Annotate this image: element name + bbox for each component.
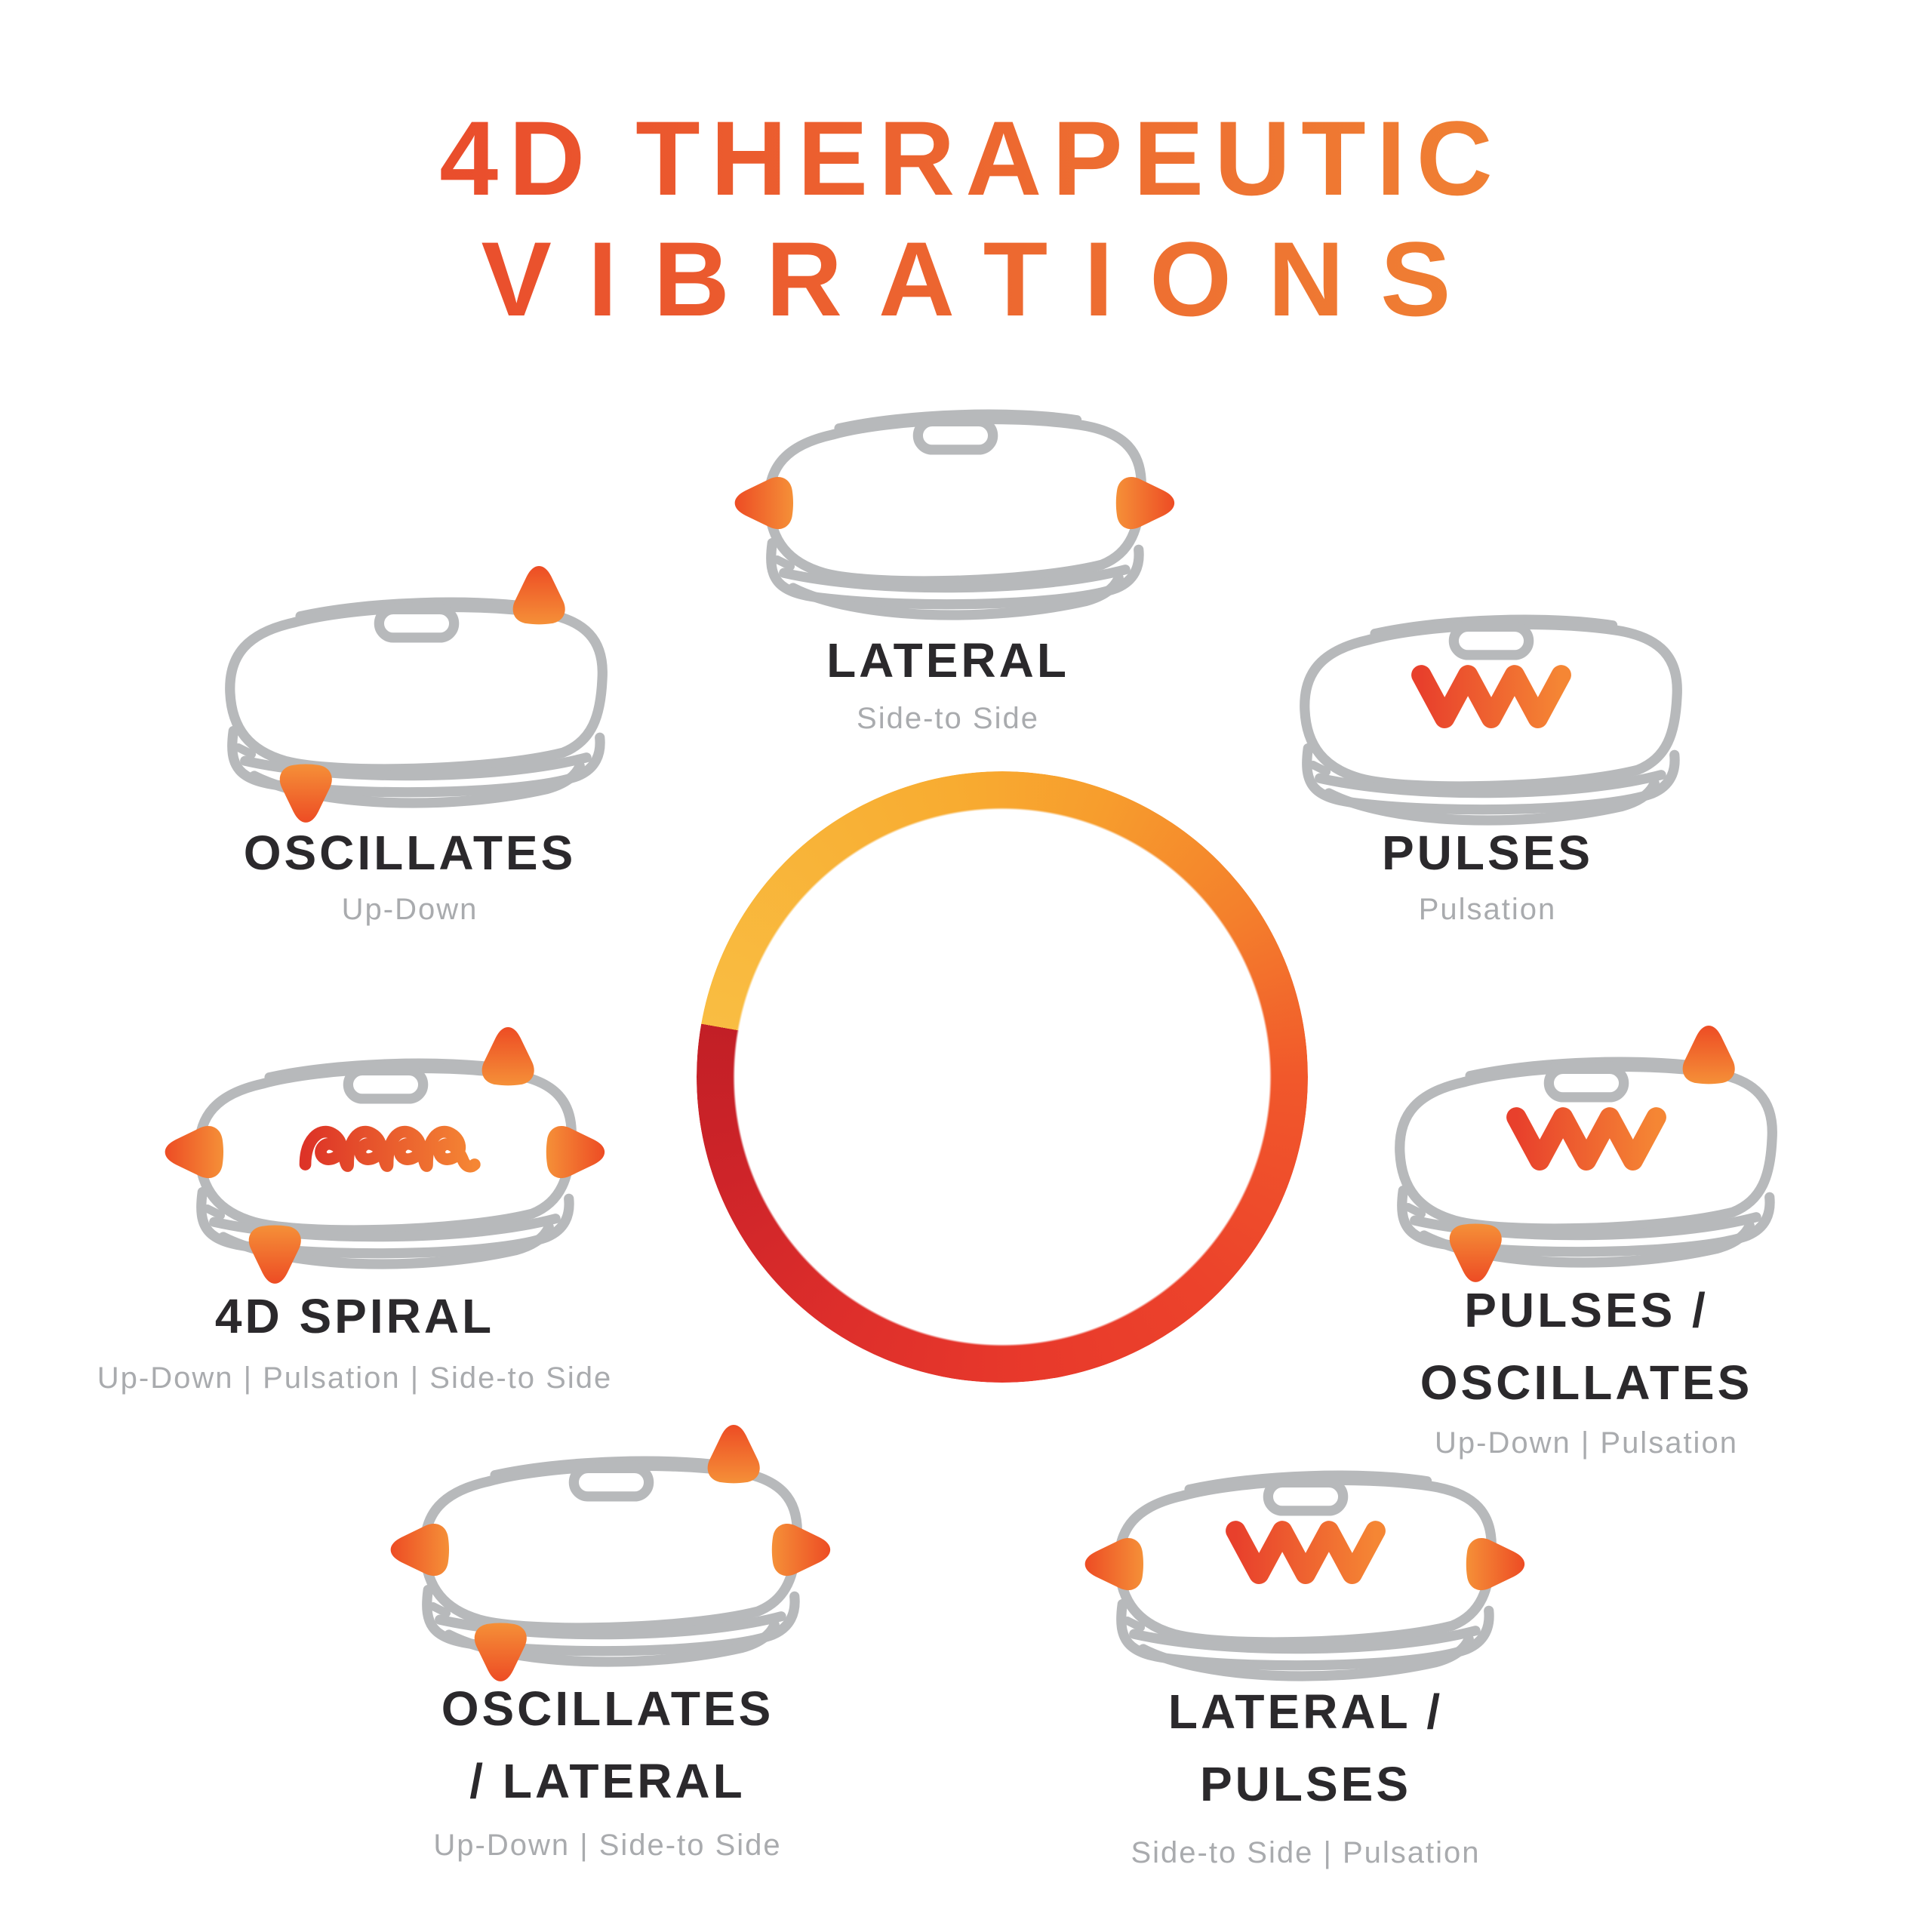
arrow-up-icon	[707, 1425, 760, 1484]
arrow-left-icon	[734, 476, 794, 530]
page-title-line2: VIBRATIONS	[0, 219, 1932, 340]
station-label-lateral: LATERAL	[826, 633, 1069, 688]
station-label-lateral-pulses: LATERAL / PULSES	[1168, 1684, 1444, 1811]
arrow-right-icon	[1115, 476, 1175, 530]
arrow-right-icon	[546, 1125, 605, 1179]
arrow-up-icon	[1682, 1026, 1735, 1084]
arrow-up-icon	[512, 566, 565, 625]
station-sublabel-oscillates: Up-Down	[341, 893, 478, 926]
station-sublabel-oscillates-lateral: Up-Down | Side-to Side	[433, 1829, 782, 1862]
station-label-oscillates: OSCILLATES	[243, 826, 577, 880]
station-sublabel-pulses: Pulsation	[1418, 893, 1557, 926]
arrow-right-icon	[771, 1523, 831, 1577]
arrow-left-icon	[165, 1125, 224, 1179]
arrow-left-icon	[1084, 1537, 1144, 1591]
station-sublabel-lateral: Side-to Side	[857, 702, 1039, 735]
station-label-pulses: PULSES	[1381, 826, 1594, 880]
arrow-down-icon	[248, 1225, 301, 1284]
arrow-left-icon	[390, 1523, 450, 1577]
page-title-line1: 4D THERAPEUTIC	[0, 98, 1932, 219]
arrow-up-icon	[481, 1027, 534, 1086]
arrow-down-icon	[279, 764, 332, 823]
station-sublabel-lateral-pulses: Side-to Side | Pulsation	[1131, 1836, 1481, 1869]
station-label-oscillates-lateral: OSCILLATES / LATERAL	[441, 1681, 774, 1808]
spiral-coil-icon	[306, 1132, 475, 1167]
page-title: 4D THERAPEUTIC VIBRATIONS	[0, 98, 1932, 340]
arrow-right-icon	[1466, 1537, 1525, 1591]
gradient-ring	[697, 771, 1308, 1383]
station-label-pulses-oscillates: PULSES / OSCILLATES	[1420, 1283, 1753, 1410]
station-label-4d-spiral: 4D SPIRAL	[214, 1289, 495, 1343]
station-sublabel-pulses-oscillates: Up-Down | Pulsation	[1435, 1426, 1738, 1460]
massage-device-sketch	[769, 414, 1142, 615]
station-sublabel-4d-spiral: Up-Down | Pulsation | Side-to Side	[97, 1361, 613, 1395]
